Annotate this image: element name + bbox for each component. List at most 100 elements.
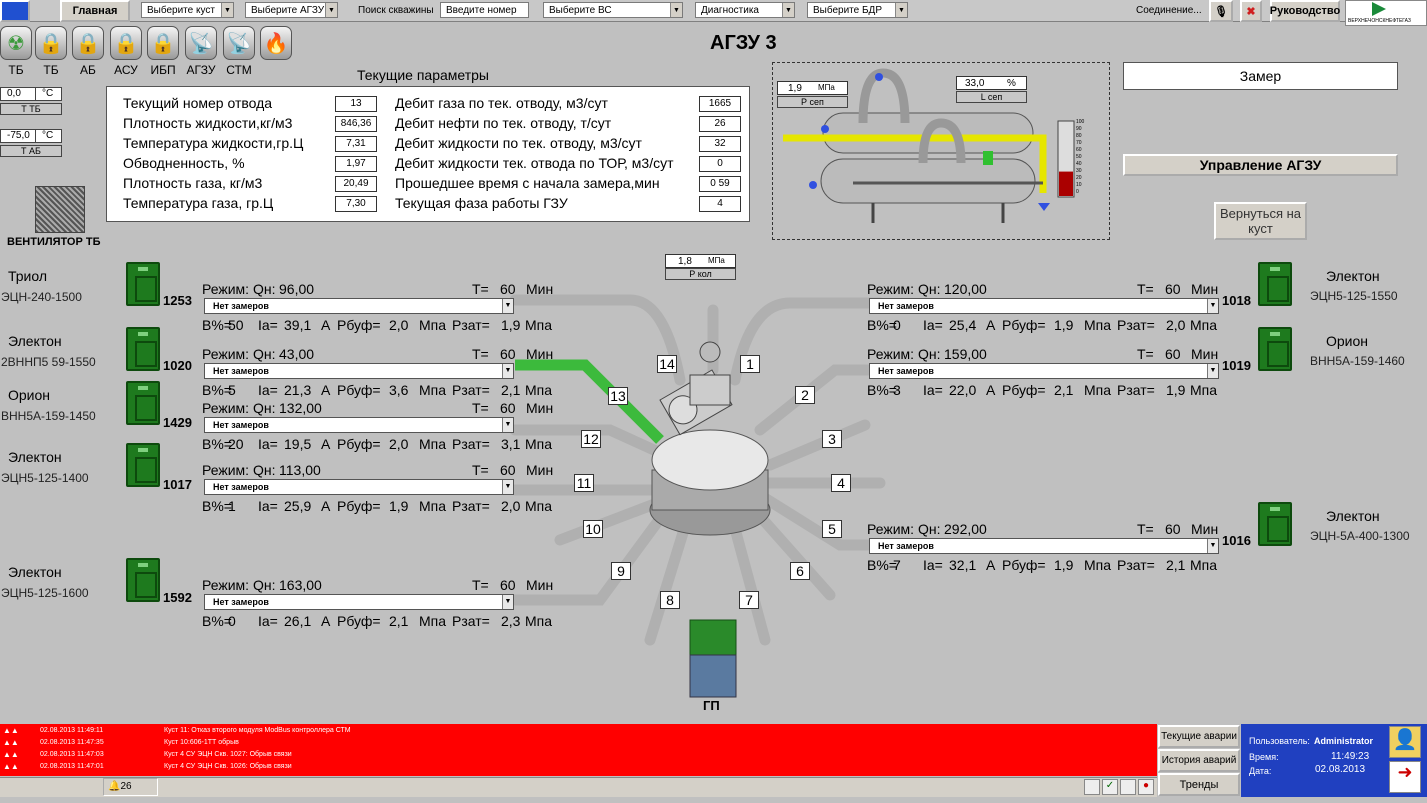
print-icon[interactable] bbox=[1084, 779, 1100, 795]
control-cabinet-icon[interactable] bbox=[1258, 262, 1292, 306]
branch-number[interactable]: 6 bbox=[790, 562, 810, 580]
lock-icon[interactable]: 🔒 bbox=[72, 26, 104, 60]
trends-button[interactable]: Тренды bbox=[1158, 773, 1240, 796]
branch-number[interactable]: 3 bbox=[822, 430, 842, 448]
measure-select[interactable]: Нет замеров▼ bbox=[204, 594, 514, 610]
measure-select[interactable]: Нет замеров▼ bbox=[869, 363, 1219, 379]
well-number[interactable]: 1019 bbox=[1222, 358, 1251, 373]
back-to-cluster-button[interactable]: Вернуться на куст bbox=[1214, 202, 1307, 240]
chevron-down-icon: ▼ bbox=[1207, 364, 1218, 378]
bdr-select[interactable]: Выберите БДР▼ bbox=[807, 2, 908, 18]
param-label: Дебит нефти по тек. отводу, т/сут bbox=[395, 115, 612, 131]
current-alarms-button[interactable]: Текущие аварии bbox=[1158, 725, 1240, 748]
search-input[interactable]: Введите номер bbox=[440, 2, 529, 18]
stop-icon[interactable]: ● bbox=[1138, 779, 1154, 795]
measure-select[interactable]: Нет замеров▼ bbox=[204, 363, 514, 379]
pipe-10 bbox=[554, 494, 671, 546]
well-number[interactable]: 1253 bbox=[163, 293, 192, 308]
diagnostics-select[interactable]: Диагностика▼ bbox=[695, 2, 795, 18]
lock-icon[interactable]: 🔒 bbox=[147, 26, 179, 60]
mode-text: Режим: Qн: bbox=[202, 346, 276, 362]
cluster-select[interactable]: Выберите куст▼ bbox=[141, 2, 234, 18]
well-unit-label: В%= bbox=[202, 498, 232, 514]
ack-icon[interactable] bbox=[1120, 779, 1136, 795]
well-number[interactable]: 1429 bbox=[163, 415, 192, 430]
temp-ab-unit: °C bbox=[35, 129, 62, 143]
alarm-counter[interactable]: 🔔26 bbox=[103, 778, 158, 796]
branch-number[interactable]: 7 bbox=[739, 591, 759, 609]
fan-icon[interactable] bbox=[35, 186, 85, 233]
alarm-history-button[interactable]: История аварий bbox=[1158, 749, 1240, 772]
well-rbuf: 1,9 bbox=[1054, 317, 1074, 333]
branch-number[interactable]: 9 bbox=[611, 562, 631, 580]
param-label: Дебит жидкости тек. отвода по ТОР, м3/су… bbox=[395, 155, 674, 171]
vs-select[interactable]: Выберите ВС▼ bbox=[543, 2, 683, 18]
close-icon[interactable]: ✖ bbox=[1240, 0, 1262, 22]
p-col-box: 1,8 МПа bbox=[665, 254, 736, 268]
check-icon[interactable]: ✓ bbox=[1102, 779, 1118, 795]
well-unit-label: В%= bbox=[202, 436, 232, 452]
control-cabinet-icon[interactable] bbox=[1258, 327, 1292, 371]
control-cabinet-icon[interactable] bbox=[1258, 502, 1292, 546]
app-menu-icon[interactable] bbox=[0, 0, 30, 22]
well-number[interactable]: 1016 bbox=[1222, 533, 1251, 548]
branch-number[interactable]: 5 bbox=[822, 520, 842, 538]
well-rbuf: 1,9 bbox=[1054, 557, 1074, 573]
user-avatar-icon[interactable]: 👤 bbox=[1389, 726, 1421, 758]
min-text: Мин bbox=[526, 462, 554, 478]
antenna-icon[interactable]: 📡 bbox=[223, 26, 255, 60]
param-value: 26 bbox=[699, 116, 741, 132]
measure-select[interactable]: Нет замеров▼ bbox=[869, 298, 1219, 314]
control-cabinet-icon[interactable] bbox=[126, 381, 160, 425]
alarm-text: Куст 10:606-1ТТ обрыв bbox=[164, 739, 239, 746]
fire-icon[interactable]: 🔥 bbox=[260, 26, 292, 60]
qn-value: 163,00 bbox=[279, 577, 322, 593]
lock-icon[interactable]: 🔒 bbox=[110, 26, 142, 60]
scale-tick: 10 bbox=[1076, 182, 1082, 188]
well-number[interactable]: 1018 bbox=[1222, 293, 1251, 308]
pipe-13-active bbox=[515, 359, 664, 444]
branch-number[interactable]: 2 bbox=[795, 386, 815, 404]
branch-number[interactable]: 10 bbox=[583, 520, 603, 538]
well-unit-label: В%= bbox=[867, 382, 897, 398]
branch-number[interactable]: 14 bbox=[657, 355, 677, 373]
main-button[interactable]: Главная bbox=[60, 0, 130, 22]
control-cabinet-icon[interactable] bbox=[126, 558, 160, 602]
management-button[interactable]: Руководство bbox=[1270, 0, 1340, 22]
measure-select[interactable]: Нет замеров▼ bbox=[869, 538, 1219, 554]
gas-mask-icon[interactable]: ☢ bbox=[0, 26, 32, 60]
well-unit-label: Рзат= bbox=[1117, 317, 1155, 333]
temp-tb-unit: °C bbox=[35, 87, 62, 101]
drain-icon bbox=[1038, 203, 1050, 211]
pump-motor-icon bbox=[689, 619, 737, 656]
temp-ab-label: Т АБ bbox=[0, 145, 62, 157]
branch-number[interactable]: 1 bbox=[740, 355, 760, 373]
well-pump: ВНН5А-159-1450 bbox=[1, 409, 96, 423]
control-cabinet-icon[interactable] bbox=[126, 327, 160, 371]
param-value: 7,31 bbox=[335, 136, 377, 152]
agzu-control-button[interactable]: Управление АГЗУ bbox=[1123, 154, 1398, 176]
branch-number[interactable]: 13 bbox=[608, 387, 628, 405]
branch-number[interactable]: 11 bbox=[574, 474, 594, 492]
control-cabinet-icon[interactable] bbox=[126, 262, 160, 306]
select-text: Нет замеров bbox=[213, 420, 269, 430]
well-number[interactable]: 1592 bbox=[163, 590, 192, 605]
t-text: Т= bbox=[472, 346, 489, 362]
well-number[interactable]: 1020 bbox=[163, 358, 192, 373]
well-number[interactable]: 1017 bbox=[163, 477, 192, 492]
min-text: Мин bbox=[1191, 521, 1219, 537]
agzu-select[interactable]: Выберите АГЗУ▼ bbox=[245, 2, 338, 18]
measure-select[interactable]: Нет замеров▼ bbox=[204, 417, 514, 433]
lock-icon[interactable]: 🔒 bbox=[35, 26, 67, 60]
connection-icon[interactable]: 🎙 bbox=[1209, 0, 1233, 22]
branch-number[interactable]: 8 bbox=[660, 591, 680, 609]
logout-icon[interactable]: ➜ bbox=[1389, 761, 1421, 793]
control-cabinet-icon[interactable] bbox=[126, 443, 160, 487]
branch-number[interactable]: 4 bbox=[831, 474, 851, 492]
drive-top bbox=[699, 341, 721, 363]
measure-select[interactable]: Нет замеров▼ bbox=[204, 298, 514, 314]
measure-select[interactable]: Нет замеров▼ bbox=[204, 479, 514, 495]
branch-number[interactable]: 12 bbox=[581, 430, 601, 448]
antenna-icon[interactable]: 📡 bbox=[185, 26, 217, 60]
